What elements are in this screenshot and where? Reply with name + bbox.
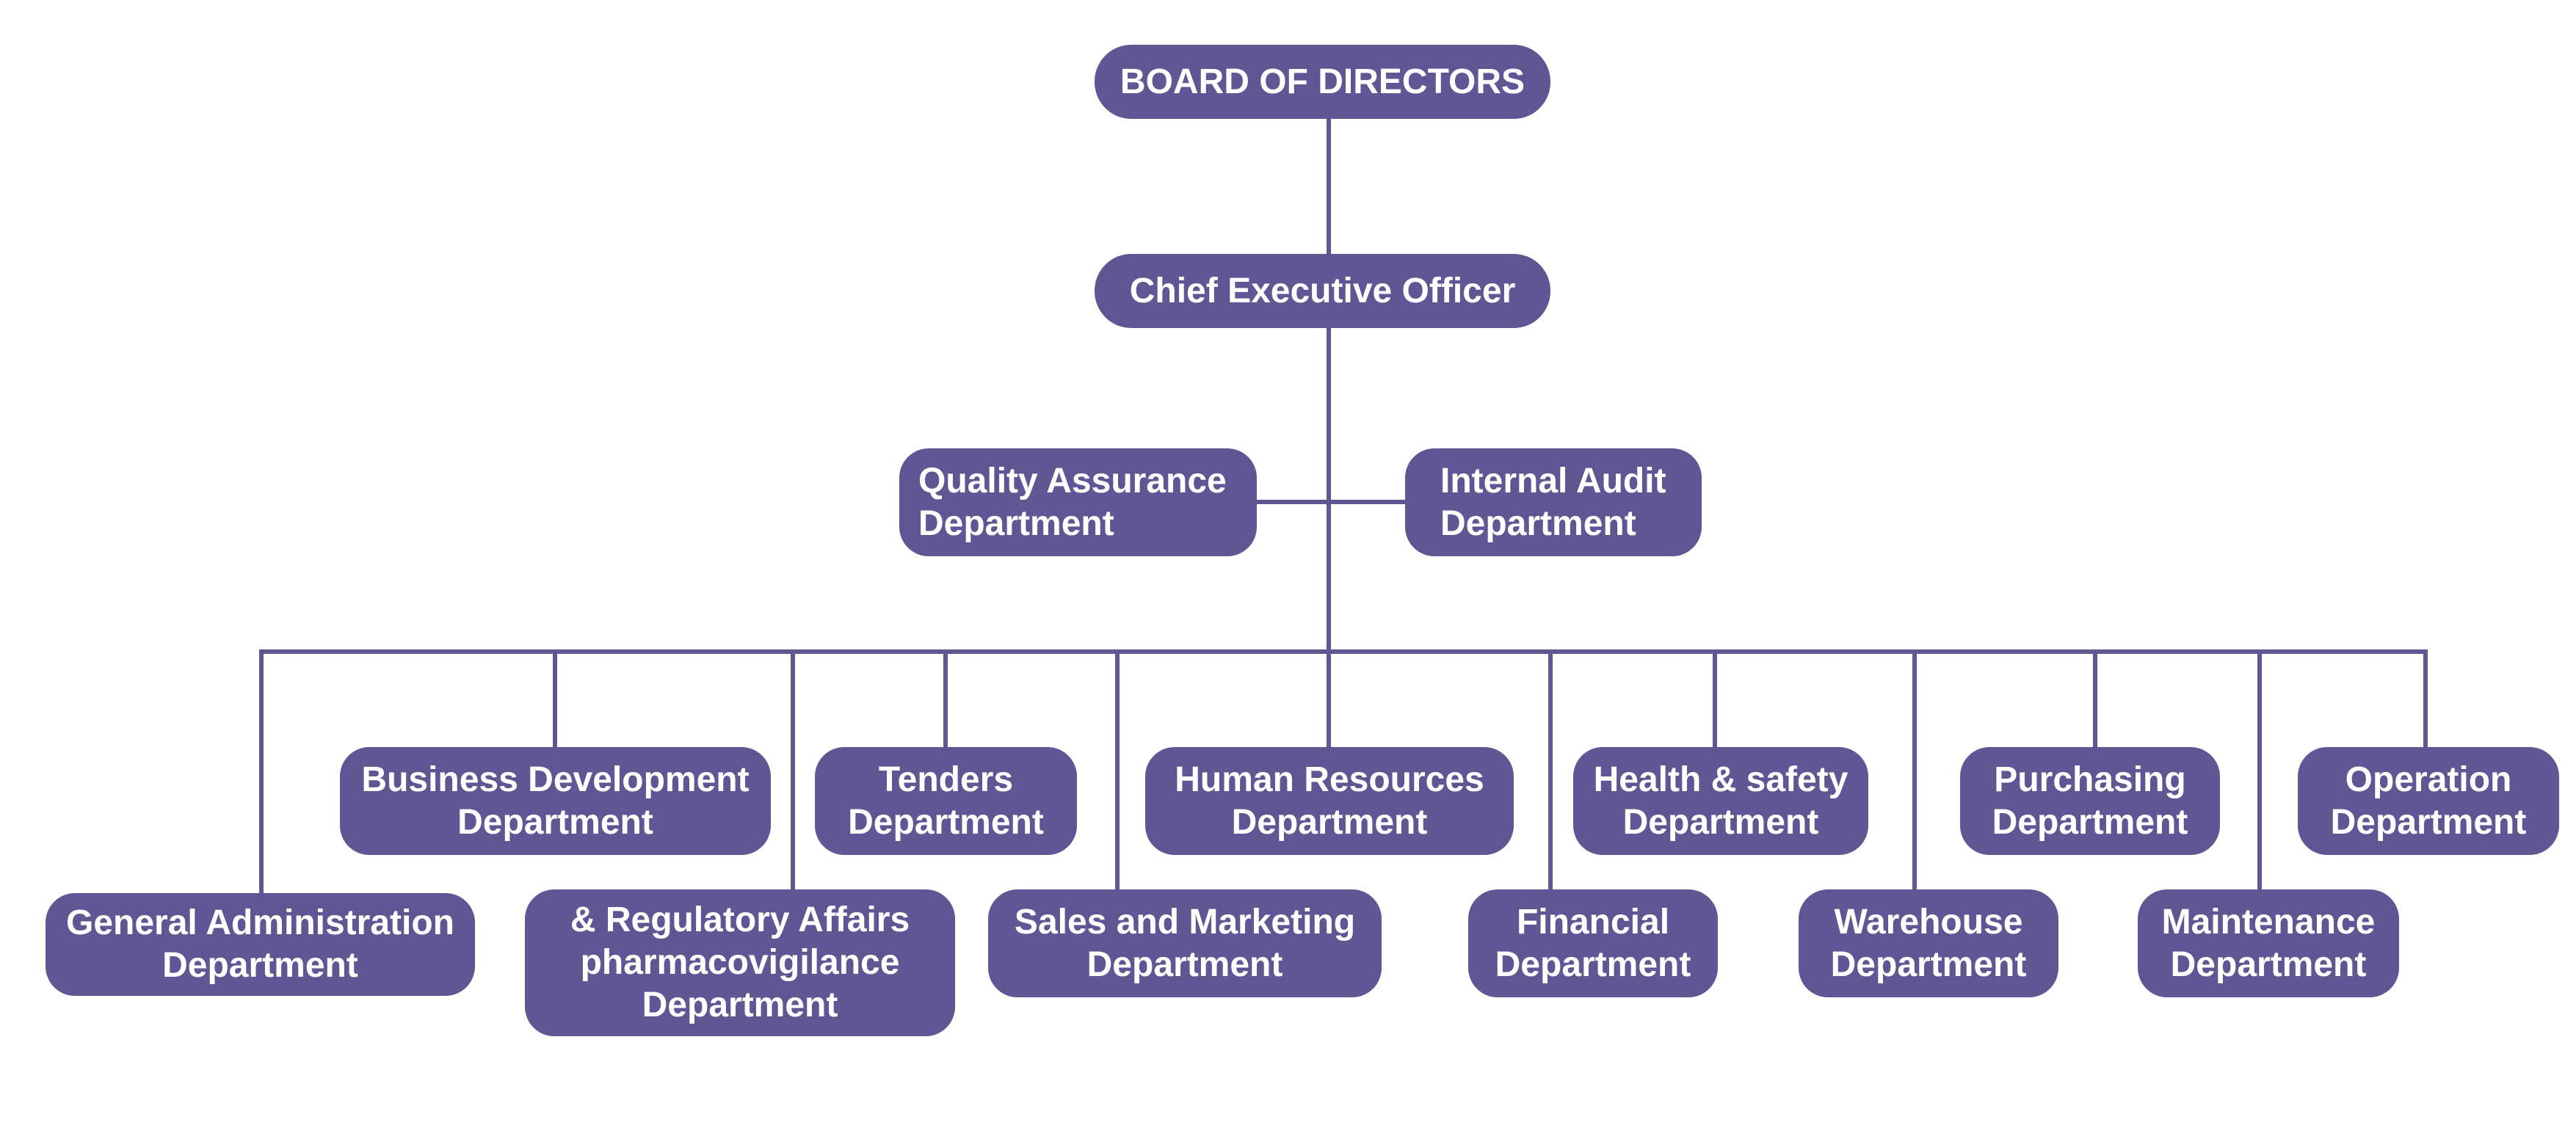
node-maintenance: Maintenance Department (2138, 889, 2399, 997)
node-warehouse: Warehouse Department (1799, 889, 2058, 997)
node-sales-marketing: Sales and Marketing Department (988, 889, 1382, 997)
node-tenders: Tenders Department (815, 747, 1077, 855)
node-business-development: Business Development Department (340, 747, 771, 855)
node-quality-assurance: Quality Assurance Department (899, 448, 1257, 556)
node-health-safety: Health & safety Department (1573, 747, 1868, 855)
node-regulatory-affairs: & Regulatory Affairs pharmacovigilance D… (525, 889, 955, 1036)
node-operation: Operation Department (2298, 747, 2559, 855)
node-human-resources: Human Resources Department (1145, 747, 1514, 855)
node-purchasing: Purchasing Department (1960, 747, 2220, 855)
node-general-administration: General Administration Department (46, 893, 475, 996)
node-board-of-directors: BOARD OF DIRECTORS (1095, 45, 1550, 119)
node-financial: Financial Department (1468, 889, 1718, 997)
node-internal-audit: Internal Audit Department (1405, 448, 1702, 556)
node-chief-executive-officer: Chief Executive Officer (1095, 254, 1550, 328)
